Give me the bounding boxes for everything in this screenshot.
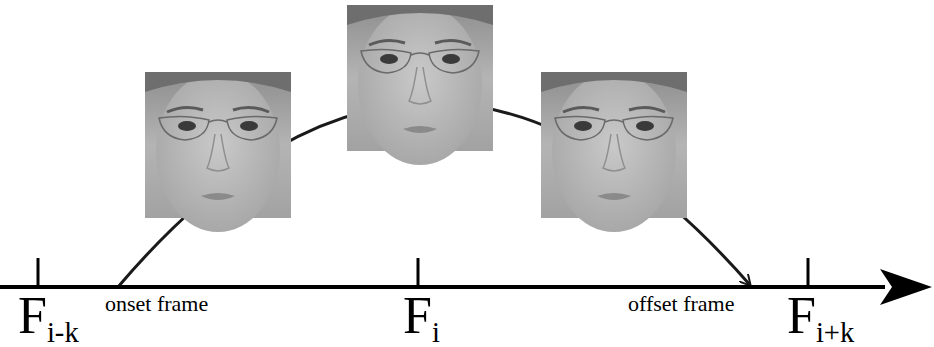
onset-label: onset frame: [105, 293, 208, 315]
offset-label: offset frame: [628, 293, 735, 315]
axis-tick: [37, 258, 40, 287]
onset-face-image: [145, 72, 291, 232]
offset-face-image: [541, 72, 687, 232]
axis-arrowhead: [880, 269, 932, 305]
axis-tick: [807, 258, 810, 287]
frame-index: Fi+k: [787, 290, 854, 347]
time-axis: [0, 285, 885, 289]
frame-index: Fi: [403, 290, 440, 347]
axis-tick: [417, 258, 420, 287]
apex-face-image: [347, 5, 493, 165]
frame-index: Fi-k: [18, 290, 79, 347]
